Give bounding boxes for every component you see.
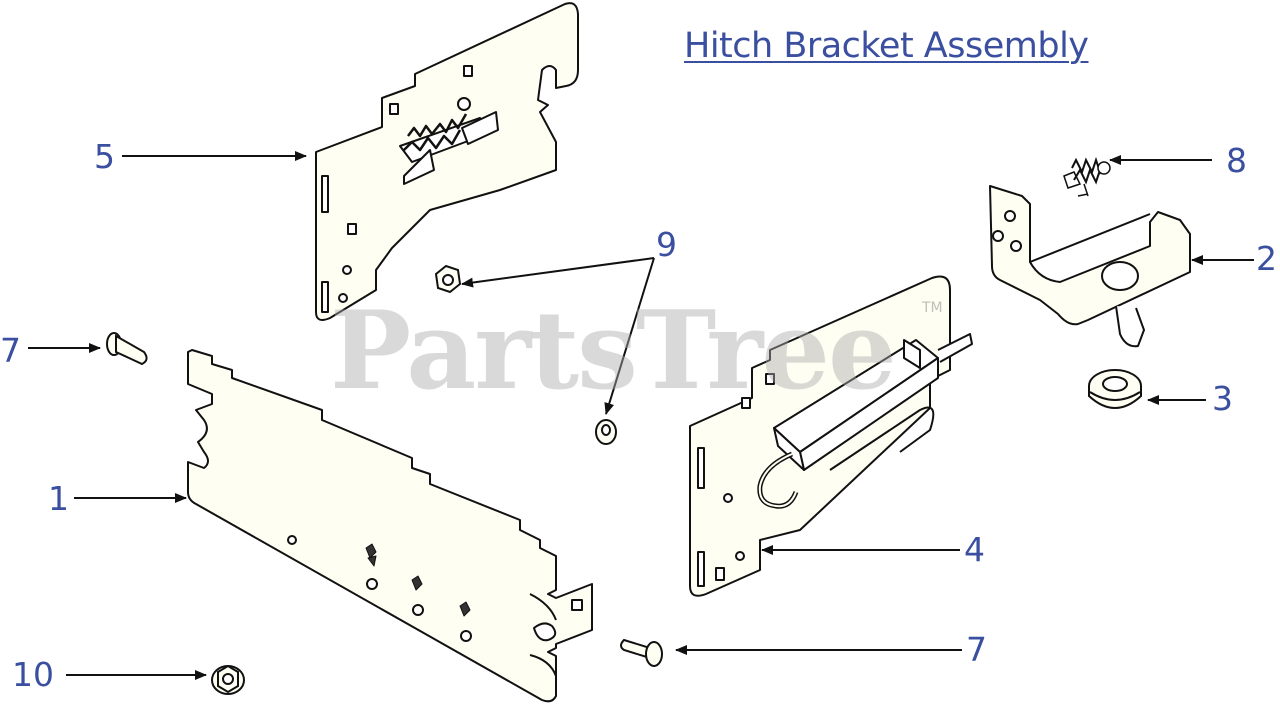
part-7-pin-bottom xyxy=(620,638,663,667)
diagram-title: Hitch Bracket Assembly xyxy=(684,26,1089,66)
callout-7-left[interactable]: 7 xyxy=(0,331,21,370)
trademark-mark: TM xyxy=(922,300,943,316)
callout-3[interactable]: 3 xyxy=(1212,379,1233,418)
part-9-nut-lower xyxy=(595,419,617,445)
callout-1[interactable]: 1 xyxy=(48,479,69,518)
part-1-lower-plate xyxy=(187,349,593,703)
leader-lines xyxy=(28,151,1254,680)
watermark: PartsTree xyxy=(330,288,897,414)
part-5-upper-plate xyxy=(315,2,579,321)
part-2-u-bracket xyxy=(989,185,1191,348)
callout-9[interactable]: 9 xyxy=(656,225,677,264)
callout-2[interactable]: 2 xyxy=(1256,239,1277,278)
part-8-spring-bolt xyxy=(1063,156,1111,197)
part-9-nut-upper xyxy=(434,264,462,294)
part-7-pin-left xyxy=(106,332,148,366)
callout-5[interactable]: 5 xyxy=(94,137,115,176)
leader-9-upper xyxy=(461,257,655,288)
callout-7-bottom[interactable]: 7 xyxy=(966,630,987,669)
part-3-grommet xyxy=(1088,369,1142,409)
part-4-pin-plate xyxy=(689,275,973,597)
callout-4[interactable]: 4 xyxy=(964,530,985,569)
part-10-flange-nut xyxy=(211,664,245,695)
callout-10[interactable]: 10 xyxy=(12,655,54,694)
callout-8[interactable]: 8 xyxy=(1226,141,1247,180)
leader-9-lower xyxy=(604,257,655,415)
